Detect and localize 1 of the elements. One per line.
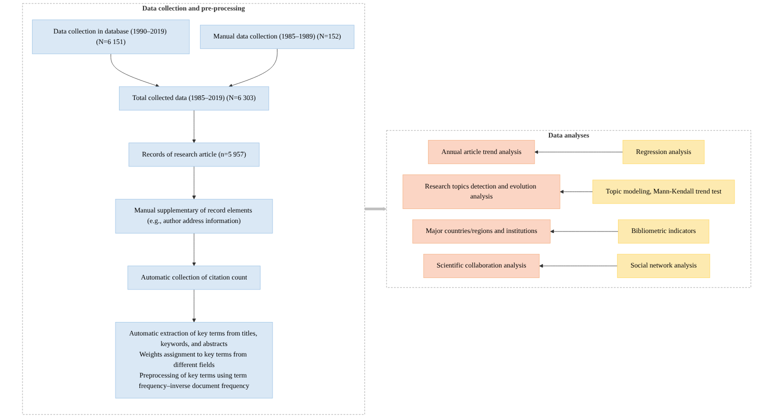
arrow bbox=[364, 207, 387, 211]
